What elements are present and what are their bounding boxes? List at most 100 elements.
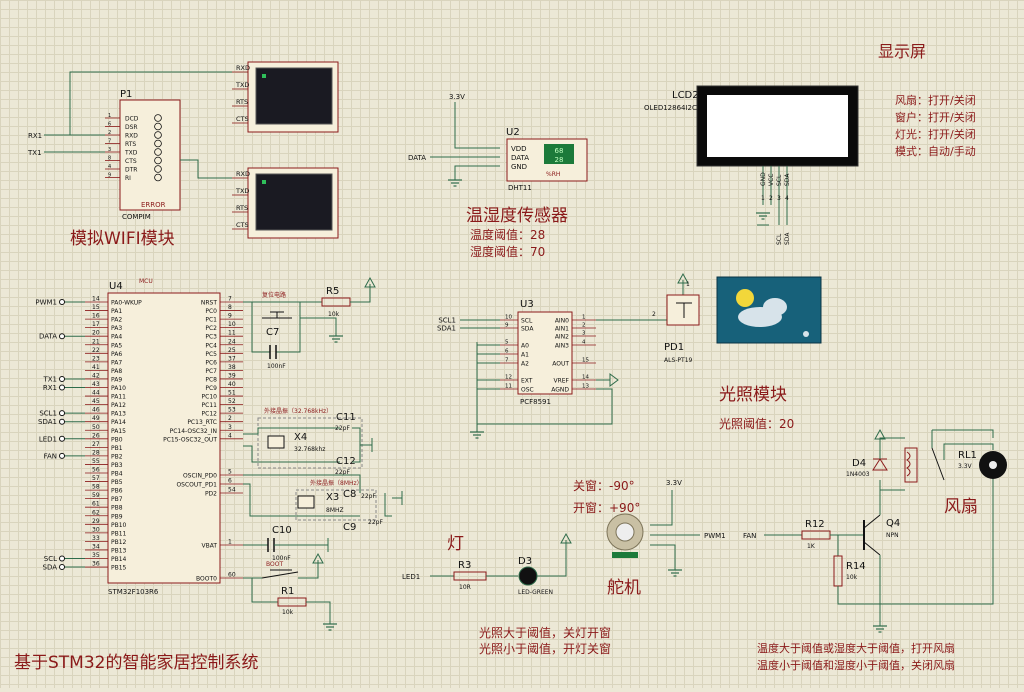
mcu-pin-num-44: 44 xyxy=(92,390,100,397)
mcu-pin-num-45: 45 xyxy=(92,398,100,405)
lamp-title: 灯 xyxy=(447,534,464,554)
mcu-pin-num-14: 14 xyxy=(92,296,100,303)
als-pt19-photodiode xyxy=(666,294,700,326)
mcu-pin-pa1: PA1 xyxy=(111,308,122,315)
mcu-pin-pa2: PA2 xyxy=(111,317,122,324)
mcu-rpin-pc6: PC6 xyxy=(205,359,217,366)
mcu-pin-pb7: PB7 xyxy=(111,496,123,503)
c10-ref: C10 xyxy=(272,525,292,536)
mcu-rpin-num-37: 37 xyxy=(228,355,236,362)
svg-text:RTS: RTS xyxy=(236,204,248,212)
x4-ref: X4 xyxy=(294,432,307,443)
mcu-rpin-num-40: 40 xyxy=(228,381,236,388)
pcf8591-adc xyxy=(517,311,573,395)
r5-value: 10k xyxy=(328,311,340,318)
pd-pin-1: 1 xyxy=(686,281,690,288)
dht-pin-vdd: VDD xyxy=(511,145,527,153)
mcu-net-scl1: SCL1 xyxy=(39,410,57,418)
svg-text:TXD: TXD xyxy=(235,187,249,195)
mcu-pin-num-26: 26 xyxy=(92,432,100,439)
mcu-part: STM32F103R6 xyxy=(108,588,159,596)
mcu-rpin-num-52: 52 xyxy=(228,398,236,405)
lcd-pin-vcc: VCC xyxy=(768,174,775,186)
mcu-pin-pb6: PB6 xyxy=(111,488,123,495)
r12-ref: R12 xyxy=(805,519,825,530)
fan-net: FAN xyxy=(743,532,756,540)
mcu-pin-num-43: 43 xyxy=(92,381,100,388)
q4-value: NPN xyxy=(886,532,899,539)
mcu-rpin-num-5: 5 xyxy=(228,469,232,476)
adc-part: PCF8591 xyxy=(520,398,551,406)
mcu-rpin-num-54: 54 xyxy=(228,487,236,494)
mcu-net-tx1: TX1 xyxy=(42,375,57,383)
compim-pin-dsr: DSR xyxy=(125,124,138,131)
rl1-relay-coil xyxy=(904,447,918,483)
mcu-net-sda1: SDA1 xyxy=(38,418,57,426)
mcu-rpin-num-8: 8 xyxy=(228,304,232,311)
r14-resistor xyxy=(833,555,843,587)
mcu-rpin-pc11: PC11 xyxy=(202,402,218,409)
wifi-rx-net: RX1 xyxy=(28,132,42,140)
dht-readout xyxy=(544,144,574,164)
r3-value: 10R xyxy=(459,584,471,591)
mcu-rpin-num-1: 1 xyxy=(228,539,232,546)
mcu-net-scl: SCL xyxy=(44,555,57,563)
xtal8-label: 外接晶振（8MHz） xyxy=(310,479,363,487)
adc-rpin-num-1: 1 xyxy=(582,315,586,321)
mcu-rpin-boot0: BOOT0 xyxy=(196,576,217,583)
mcu-pin-num-17: 17 xyxy=(92,321,100,328)
mcu-rpin-oscin_pd0: OSCIN_PD0 xyxy=(183,473,217,480)
mcu-rpin-num-10: 10 xyxy=(228,321,236,328)
mcu-pin-num-35: 35 xyxy=(92,552,100,559)
adc-pin-scl: SCL xyxy=(521,318,533,325)
d3-ref: D3 xyxy=(518,556,532,567)
mcu-pin-num-62: 62 xyxy=(92,509,100,516)
mcu-pin-num-55: 55 xyxy=(92,458,100,465)
mcu-rpin-num-2: 2 xyxy=(228,415,232,422)
c9-ref: C9 xyxy=(343,522,356,533)
mcu-pin-pb15: PB15 xyxy=(111,565,127,572)
humidity-threshold: 湿度阈值：70 xyxy=(470,244,545,259)
adc-pin-num-11: 11 xyxy=(505,384,512,390)
c10-value: 100nF xyxy=(272,555,291,562)
compim-pin-num-6: 6 xyxy=(108,122,111,128)
r1-resistor xyxy=(277,597,307,607)
lcd-pin-num-3: 3 xyxy=(777,195,781,202)
mcu-pin-pa15: PA15 xyxy=(111,428,126,435)
d3-value: LED-GREEN xyxy=(518,589,553,596)
r3-resistor xyxy=(453,571,487,581)
mcu-rpin-pc0: PC0 xyxy=(205,308,217,315)
xtal32-label: 外接晶振（32.768kHz） xyxy=(264,407,332,415)
display-status-mode: 模式：自动/手动 xyxy=(895,144,976,158)
mcu-rpin-num-24: 24 xyxy=(228,338,236,345)
adc-pin-osc: OSC xyxy=(521,387,534,394)
mcu-pin-pb0: PB0 xyxy=(111,436,123,443)
compim-port xyxy=(119,99,181,211)
adc-rpin-ain1: AIN1 xyxy=(555,326,569,333)
fan-title: 风扇 xyxy=(944,497,978,517)
dht-pin-gnd: GND xyxy=(511,163,527,171)
x3-crystal xyxy=(297,495,315,509)
mcu-pin-pb12: PB12 xyxy=(111,539,127,546)
mcu-pin-pb9: PB9 xyxy=(111,513,123,520)
mcu-pin-pb3: PB3 xyxy=(111,462,123,469)
mcu-pin-num-23: 23 xyxy=(92,355,100,362)
lcd-pin-gnd: GND xyxy=(760,172,767,186)
mcu-pin-pb11: PB11 xyxy=(111,530,127,537)
compim-pin-dtr: DTR xyxy=(125,167,137,174)
r3-ref: R3 xyxy=(458,560,471,571)
mcu-rpin-pc7: PC7 xyxy=(205,368,217,375)
mcu-pin-num-30: 30 xyxy=(92,526,100,533)
mcu-pin-num-20: 20 xyxy=(92,330,100,337)
adc-rpin-agnd: AGND xyxy=(551,387,569,394)
mcu-pin-num-57: 57 xyxy=(92,475,100,482)
mcu-pin-pb4: PB4 xyxy=(111,471,123,478)
display-status-window: 窗户：打开/关闭 xyxy=(895,110,976,124)
adc-pin-ext: EXT xyxy=(521,378,533,385)
x4-value: 32.768khz xyxy=(294,446,325,453)
d4-ref: D4 xyxy=(852,458,866,469)
mcu-rpin-num-9: 9 xyxy=(228,313,232,320)
mcu-pin-pb14: PB14 xyxy=(111,556,127,563)
